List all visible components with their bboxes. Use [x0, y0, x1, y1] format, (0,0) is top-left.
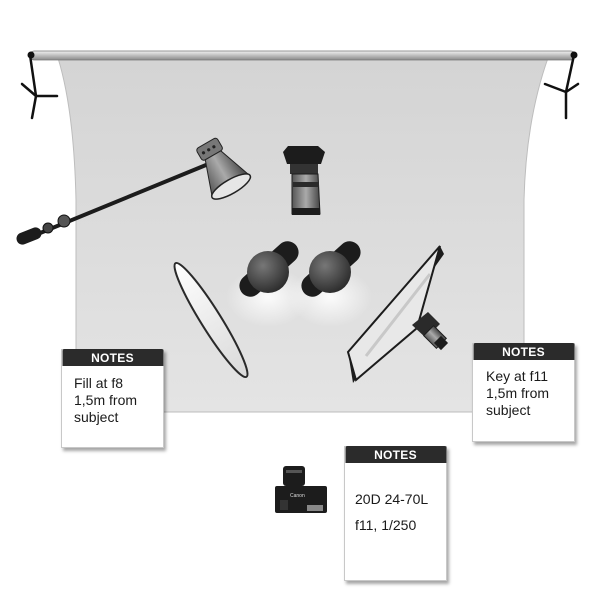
camera-brand-label: Canon	[290, 493, 305, 499]
note-line: 1,5m from	[486, 385, 550, 401]
subject-right	[288, 241, 372, 327]
hair-light-icon	[196, 137, 252, 200]
note-line: subject	[74, 409, 119, 425]
note-line: f11, 1/250	[355, 517, 417, 533]
camera-note: NOTES 20D 24-70L f11, 1/250	[344, 446, 447, 581]
subject-left	[226, 241, 310, 327]
note-line: 20D 24-70L	[355, 491, 429, 507]
note-body: Key at f11 1,5m from subject	[473, 368, 574, 419]
softbox-icon	[346, 245, 449, 383]
reflector-icon	[173, 261, 249, 379]
right-stand-icon	[543, 53, 580, 120]
note-body: 20D 24-70L f11, 1/250	[345, 491, 446, 534]
note-header: NOTES	[473, 343, 574, 360]
backdrop-pole	[27, 50, 578, 61]
left-stand-icon	[20, 53, 59, 120]
key-light-note: NOTES Key at f11 1,5m from subject	[472, 343, 575, 442]
camera-icon: Canon	[275, 466, 327, 513]
note-line: subject	[486, 402, 531, 418]
note-header: NOTES	[345, 446, 446, 463]
note-line: Fill at f8	[74, 375, 124, 391]
note-body: Fill at f8 1,5m from subject	[62, 375, 163, 426]
background-light-icon	[283, 146, 325, 215]
boom-arm	[16, 163, 208, 245]
fill-light-note: NOTES Fill at f8 1,5m from subject	[61, 349, 164, 448]
note-header: NOTES	[62, 349, 163, 366]
note-line: 1,5m from	[74, 392, 138, 408]
note-line: Key at f11	[486, 368, 549, 384]
